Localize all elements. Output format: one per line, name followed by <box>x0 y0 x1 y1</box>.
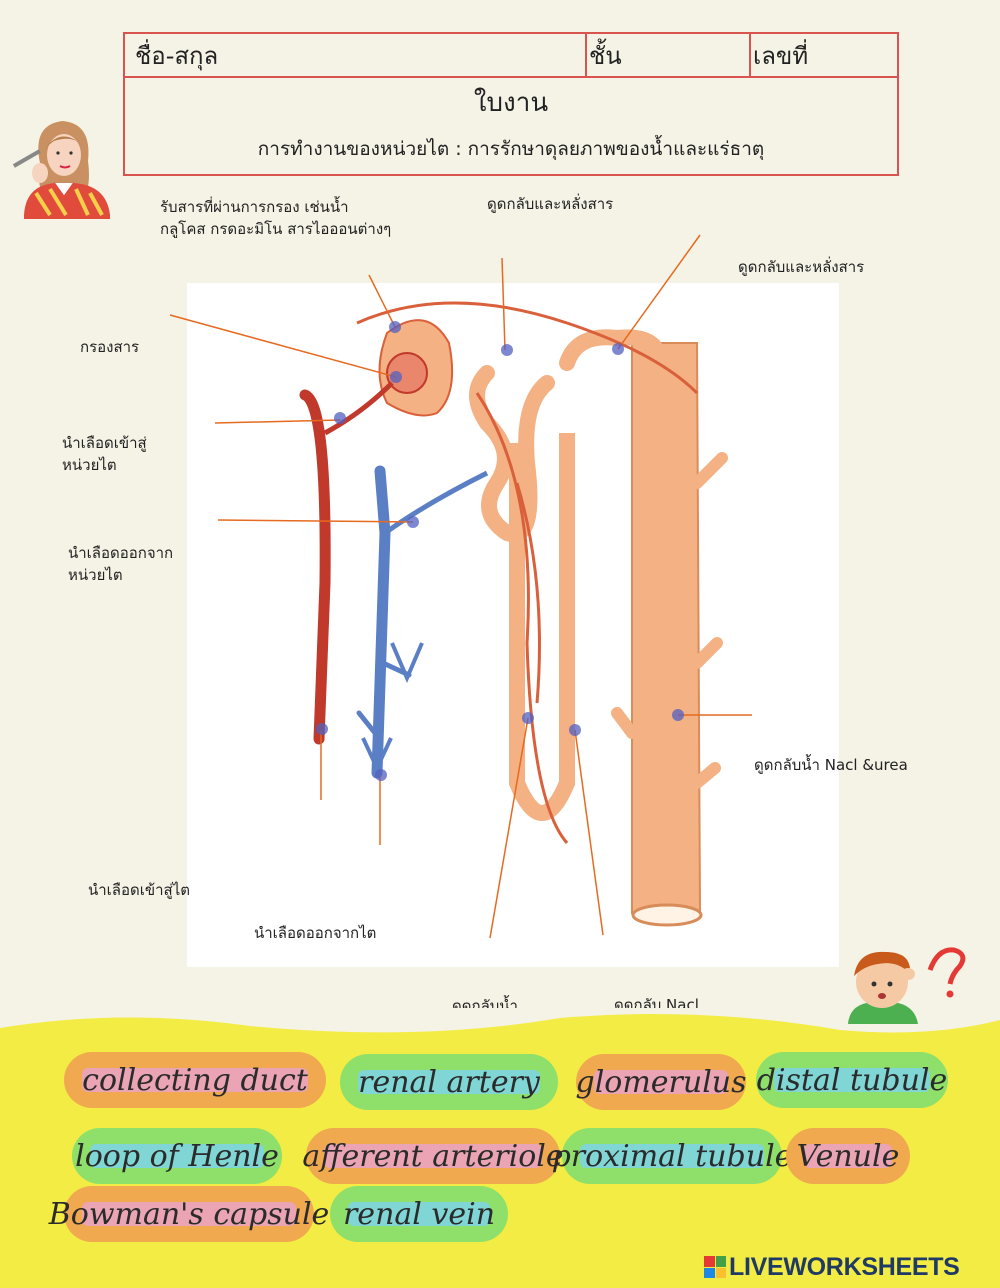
vein-arrow-lower-icon <box>361 737 393 773</box>
number-label: เลขที่ <box>753 42 809 70</box>
class-label: ชั้น <box>587 34 751 76</box>
header-table: ชื่อ-สกุล ชั้น เลขที่ ใบงาน การทำงานของห… <box>123 32 899 176</box>
word-chip-label: Bowman's capsule <box>48 1196 330 1232</box>
word-chip-label: collecting duct <box>82 1062 308 1098</box>
word-chip[interactable]: proximal tubule <box>552 1128 792 1184</box>
label-blood-out-nephron-line2: หน่วยไต <box>68 566 123 584</box>
answer-dot-glomerulus[interactable] <box>390 371 402 383</box>
word-chip-highlight <box>82 1202 296 1226</box>
word-chip[interactable]: glomerulus <box>575 1054 747 1110</box>
answer-dot-afferent[interactable] <box>334 412 346 424</box>
teacher-avatar-icon <box>12 121 110 219</box>
logo-tile-3 <box>704 1267 715 1278</box>
renal-artery-shape <box>299 389 331 745</box>
label-blood-into-kidney: นำเลือดเข้าสู่ไต <box>88 881 190 899</box>
logo-tile-4 <box>715 1267 726 1278</box>
proximal-tubule-shape <box>469 365 555 543</box>
word-chip-label: distal tubule <box>756 1062 948 1098</box>
label-blood-in-nephron-line2: หน่วยไต <box>62 456 117 474</box>
sheet-subtitle: การทำงานของหน่วยไต : การรักษาดุลยภาพของน… <box>257 138 765 160</box>
label-blood-out-nephron: นำเลือดออกจาก หน่วยไต <box>68 542 173 586</box>
label-filtrate-receive: รับสารที่ผ่านการกรอง เช่นน้ำ กลูโคส กรดอ… <box>160 196 391 240</box>
leader-lines <box>169 234 752 939</box>
word-chip-label: afferent arteriole <box>302 1138 564 1174</box>
word-chip-label: proximal tubule <box>551 1138 793 1174</box>
brand-footer: LIVEWORKSHEETS <box>704 1252 996 1282</box>
label-filtrate-receive-line2: กลูโคส กรดอะมิโน สารไอออนต่างๆ <box>160 220 392 238</box>
nephron-diagram <box>187 283 839 967</box>
word-chip-highlight <box>348 1202 490 1226</box>
word-chip-label: renal vein <box>342 1196 496 1232</box>
word-chip[interactable]: Bowman's capsule <box>49 1186 329 1242</box>
word-chip[interactable]: collecting duct <box>64 1052 326 1108</box>
label-reabsorb-secrete-1: ดูดกลับและหลั่งสาร <box>487 195 614 213</box>
word-chip[interactable]: Venule <box>786 1128 910 1184</box>
loop-of-henle-shape <box>509 433 575 821</box>
thinking-boy-icon <box>848 947 966 1024</box>
afferent-arteriole-shape <box>323 381 394 436</box>
answer-dot-proximal[interactable] <box>501 344 513 356</box>
word-chip-highlight <box>774 1068 930 1092</box>
word-chip-highlight <box>580 1144 764 1168</box>
answer-dot-bowmans[interactable] <box>389 321 401 333</box>
header-info-row: ชื่อ-สกุล ชั้น เลขที่ <box>125 34 897 78</box>
word-chip[interactable]: renal artery <box>340 1054 558 1110</box>
brand-name: LIVEWORKSHEETS <box>729 1252 960 1281</box>
word-chip-label: loop of Henle <box>75 1138 279 1174</box>
name-label: ชื่อ-สกุล <box>125 34 587 76</box>
label-blood-in-nephron: นำเลือดเข้าสู่ หน่วยไต <box>62 432 147 476</box>
word-chip-label: Venule <box>796 1138 900 1174</box>
label-blood-in-nephron-line1: นำเลือดเข้าสู่ <box>62 434 147 452</box>
vein-arrow-icon <box>390 642 424 684</box>
word-chip-highlight <box>594 1070 728 1094</box>
word-chip[interactable]: loop of Henle <box>72 1128 282 1184</box>
word-chip-highlight <box>90 1144 264 1168</box>
word-chip-label: renal artery <box>358 1064 540 1100</box>
word-chip-highlight <box>82 1068 308 1092</box>
label-blood-out-nephron-line1: นำเลือดออกจาก <box>68 544 174 562</box>
logo-tile-2 <box>715 1256 726 1267</box>
answer-dot-loop-ascending[interactable] <box>569 724 581 736</box>
word-chip[interactable]: renal vein <box>330 1186 508 1242</box>
collecting-duct-branches <box>611 452 728 789</box>
word-chip-label: glomerulus <box>575 1064 747 1100</box>
word-bank-edge <box>0 1008 1000 1033</box>
venule-shape <box>383 470 489 536</box>
collecting-duct-opening <box>631 903 703 927</box>
word-chip[interactable]: afferent arteriole <box>302 1128 564 1184</box>
sheet-title: ใบงาน <box>473 88 549 118</box>
answer-dot-venule[interactable] <box>407 516 419 528</box>
word-chip-highlight <box>324 1144 542 1168</box>
answer-dot-distal[interactable] <box>612 343 624 355</box>
liveworksheets-logo-icon <box>704 1256 726 1278</box>
label-reabsorb-secrete-2: ดูดกลับและหลั่งสาร <box>738 258 865 276</box>
word-chip-highlight <box>358 1070 540 1094</box>
answer-dot-loop-descending[interactable] <box>522 712 534 724</box>
label-blood-out-kidney: นำเลือดออกจากไต <box>254 924 377 942</box>
word-chip[interactable]: distal tubule <box>756 1052 948 1108</box>
renal-vein-shape <box>371 465 391 779</box>
label-filter: กรองสาร <box>80 338 140 356</box>
answer-dot-renal-vein[interactable] <box>375 769 387 781</box>
distal-tubule-shape <box>559 329 667 441</box>
nephron-illustration <box>299 301 728 927</box>
logo-tile-1 <box>704 1256 715 1267</box>
answer-dot-collecting-duct[interactable] <box>672 709 684 721</box>
glomerulus-shape <box>386 352 428 394</box>
word-chip-highlight <box>804 1144 892 1168</box>
label-reabsorb-water-nacl-urea: ดูดกลับน้ำ Nacl &urea <box>754 756 908 774</box>
capillary-network <box>356 301 699 844</box>
label-filtrate-receive-line1: รับสารที่ผ่านการกรอง เช่นน้ำ <box>160 198 349 216</box>
answer-dot-renal-artery[interactable] <box>316 723 328 735</box>
